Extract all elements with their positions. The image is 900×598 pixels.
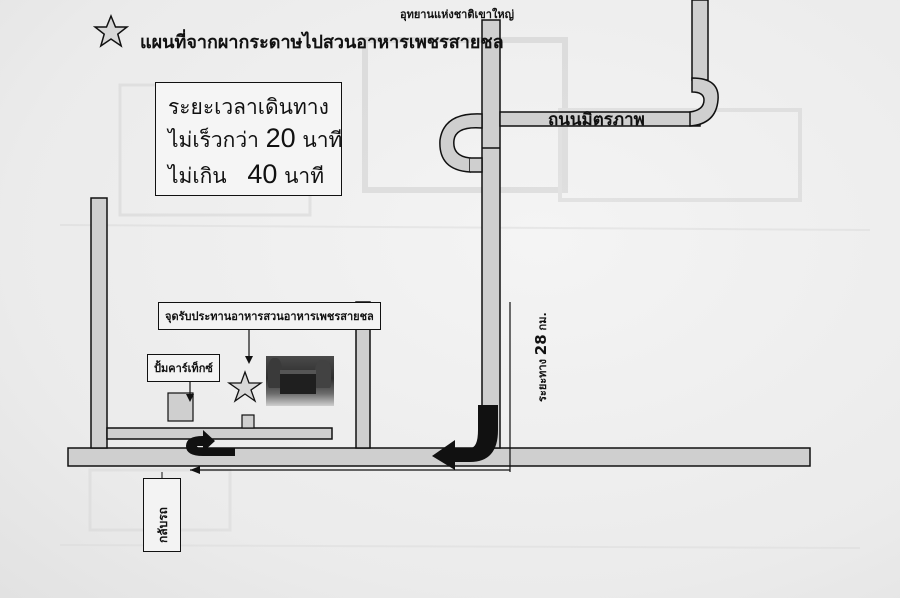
national-park-label: อุทยานแห่งชาติเขาใหญ่ [400, 8, 514, 21]
star-icon [93, 14, 129, 48]
road-name-label: ถนนมิตรภาพ [548, 110, 645, 130]
min-prefix: ไม่เร็วกว่า [168, 128, 259, 152]
distance-unit: กม. [536, 312, 549, 331]
left-vertical-road [90, 197, 108, 449]
service-road [106, 427, 333, 440]
distance-label: ระยะทาง 28 กม. [532, 312, 551, 402]
max-value: 40 [247, 159, 278, 189]
park-road-vertical [481, 19, 501, 449]
reception-point-label: จุดรับประทานอาหารสวนอาหารเพชรสายชล [158, 302, 381, 330]
u-turn-label: กลับรถ [156, 507, 170, 543]
gas-station-label: ปั้มคาร์เท็กซ์ [147, 354, 220, 382]
restaurant-photo [266, 356, 334, 406]
travel-time-min: ไม่เร็วกว่า 20 นาที [168, 123, 342, 157]
destination-star-icon [226, 370, 264, 403]
travel-time-box: ระยะเวลาเดินทาง ไม่เร็วกว่า 20 นาที ไม่เ… [155, 82, 342, 196]
u-turn-box: กลับรถ [143, 478, 181, 552]
map-title: แผนที่จากผากระดาษไปสวนอาหารเพชรสายชล [140, 32, 504, 53]
turn-arrow [432, 405, 498, 470]
max-prefix: ไม่เกิน [168, 164, 227, 188]
upper-right-curve [689, 77, 719, 127]
max-unit: นาที [284, 164, 325, 188]
upper-right-road [691, 0, 709, 81]
min-value: 20 [265, 123, 296, 153]
distance-prefix: ระยะทาง [536, 359, 549, 402]
travel-time-max: ไม่เกิน 40 นาที [168, 159, 324, 193]
min-unit: นาที [302, 128, 343, 152]
u-turn-arrow [186, 430, 235, 456]
travel-time-heading: ระยะเวลาเดินทาง [168, 95, 329, 119]
road-stub [241, 414, 255, 429]
distance-value: 28 [532, 334, 550, 356]
